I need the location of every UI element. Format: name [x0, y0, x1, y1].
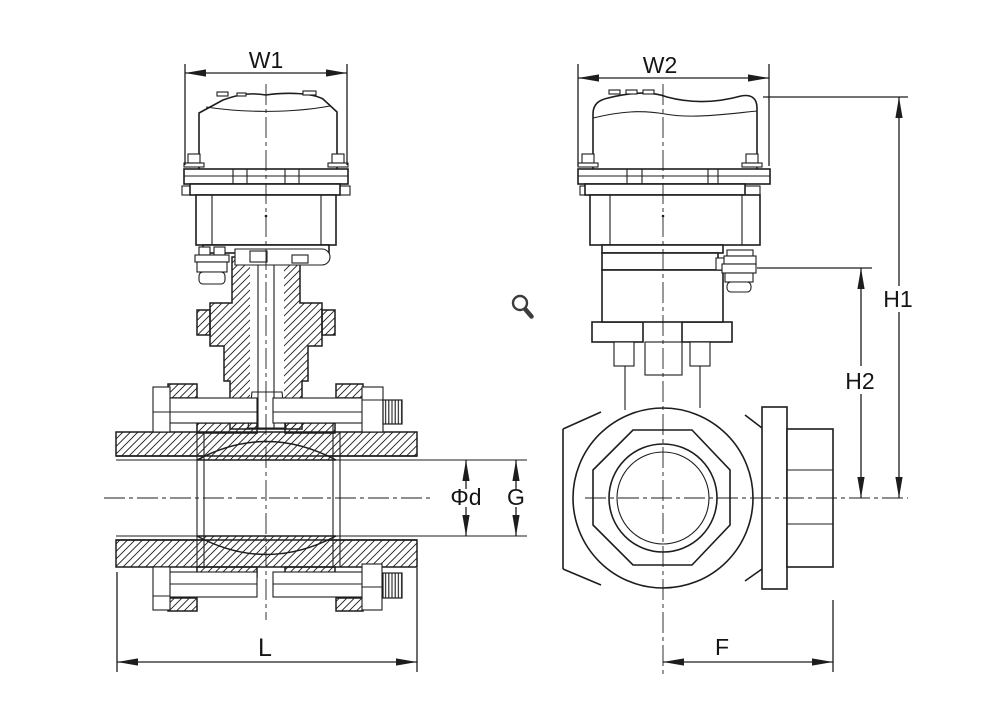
body-bolts: [152, 386, 403, 611]
thread-bottom-right: [382, 572, 403, 599]
body-octagon: [592, 429, 731, 566]
valve-body-section: [115, 383, 527, 612]
flange-ear-top-left: [167, 383, 198, 399]
bonnet-lug-right: [321, 309, 336, 336]
cable-gland-front: [194, 246, 230, 285]
actuator-cap-seam: [205, 105, 331, 112]
cap-tab: [642, 89, 655, 95]
cap-tab: [216, 91, 229, 97]
flange-ear-top-right: [335, 383, 364, 399]
dim-label-h2: H2: [845, 368, 874, 394]
dimension-f: F: [663, 600, 834, 672]
actuator-cap: [198, 92, 338, 171]
bracket-foot-left: [591, 321, 644, 343]
flange-block-top-right: [284, 422, 336, 434]
dimension-g: G: [507, 460, 525, 536]
magnifier-icon[interactable]: [511, 294, 534, 319]
actuator-base-plate-side: [601, 244, 724, 254]
cap-bolt-left: [581, 153, 595, 164]
stem-coupling: [234, 248, 331, 266]
dimensions: W1 W2 H1 H2: [116, 47, 913, 672]
bracket-step-left: [613, 341, 635, 367]
dimension-l: L: [116, 568, 418, 672]
dim-label-w1: W1: [249, 47, 284, 73]
actuator-collar: [189, 183, 341, 196]
cap-bolt-right: [745, 153, 759, 164]
dimension-w2: W2: [577, 52, 770, 166]
bolt-bottom-left: [152, 566, 171, 611]
thread-top-right: [382, 399, 403, 425]
dimension-w1: W1: [184, 47, 348, 165]
bonnet-lug-left: [196, 309, 211, 336]
dim-label-g: G: [507, 484, 525, 510]
dim-label-phi-d: Φd: [450, 484, 481, 510]
bracket-foot-right: [681, 321, 733, 343]
cap-tab: [625, 89, 638, 95]
cap-washer-left: [577, 162, 599, 168]
cap-bolt-right: [331, 153, 345, 164]
cap-bolt-left: [187, 153, 201, 164]
mounting-bracket: [591, 321, 733, 410]
bracket-step-right: [689, 341, 711, 367]
bolt-plates: [167, 397, 364, 598]
actuator-lower-housing: [601, 269, 724, 323]
actuator-housing-side: [589, 194, 761, 246]
flange-ear-bottom-left: [167, 597, 198, 612]
side-view: [562, 89, 834, 590]
centerlines: [104, 84, 908, 674]
cap-washer-right: [327, 162, 349, 168]
actuator-mid-band: [601, 252, 719, 271]
cap-tab: [236, 92, 247, 97]
dim-label-l: L: [258, 634, 272, 662]
dimension-h2: H2: [757, 267, 875, 498]
bolt-top-right: [361, 386, 384, 433]
dim-label-h1: H1: [883, 286, 912, 312]
dim-label-f: F: [715, 634, 729, 660]
actuator-cap-side-seam: [592, 110, 758, 119]
cap-tab: [608, 89, 621, 95]
dimension-phi-d: Φd: [450, 460, 482, 536]
dim-label-w2: W2: [643, 52, 678, 78]
actuator-side: [577, 89, 771, 323]
flange-ear-bottom-right: [335, 597, 364, 612]
cap-washer-right: [741, 162, 763, 168]
flange-block-top-left: [196, 422, 258, 434]
cap-tab: [302, 90, 317, 96]
cap-washer-left: [183, 162, 205, 168]
actuator-cap-side: [592, 92, 758, 171]
cable-gland-side: [715, 249, 757, 293]
bolt-top-left: [152, 386, 171, 433]
valve-body-side: [562, 406, 834, 590]
dimension-h1: H1: [763, 96, 913, 498]
stem-block: [644, 341, 683, 376]
actuator-collar-side: [584, 183, 746, 196]
